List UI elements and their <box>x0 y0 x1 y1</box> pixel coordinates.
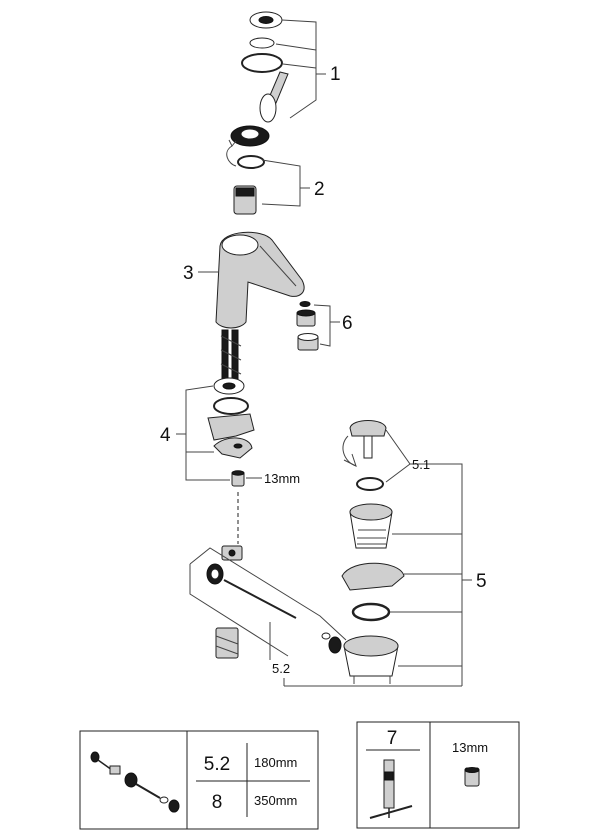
tool-table-right: 7 13mm <box>356 721 520 829</box>
callout-5-2: 5.2 <box>272 661 290 676</box>
callout-5: 5 <box>476 571 487 592</box>
table-right-size: 13mm <box>452 740 488 755</box>
part-group-4-mounting <box>176 377 262 544</box>
part-group-3-faucet-body <box>210 231 305 391</box>
table-left-size-row1: 180mm <box>254 755 297 770</box>
spare-part-table-left: 5.2 180mm 8 350mm <box>79 730 319 830</box>
callout-1: 1 <box>330 64 341 85</box>
table-left-size-row2: 350mm <box>254 793 297 808</box>
part-group-2 <box>226 125 310 215</box>
callout-3: 3 <box>183 263 194 284</box>
table-left-ref-row1: 5.2 <box>204 754 230 775</box>
size-label-13mm: 13mm <box>264 471 300 486</box>
callout-2: 2 <box>314 179 325 200</box>
rod-set-drawing <box>90 751 180 813</box>
part-group-6-aerator <box>296 301 340 351</box>
tool-key-drawing <box>369 759 413 819</box>
callout-4: 4 <box>160 425 171 446</box>
nut-13mm-drawing <box>464 767 480 787</box>
part-group-1 <box>241 11 326 123</box>
part-group-5-waste <box>341 420 472 686</box>
callout-6: 6 <box>342 313 353 334</box>
table-left-ref-row2: 8 <box>212 792 223 813</box>
table-right-ref: 7 <box>387 728 398 749</box>
part-group-5-2-rod <box>189 545 347 660</box>
callout-5-1: 5.1 <box>412 457 430 472</box>
